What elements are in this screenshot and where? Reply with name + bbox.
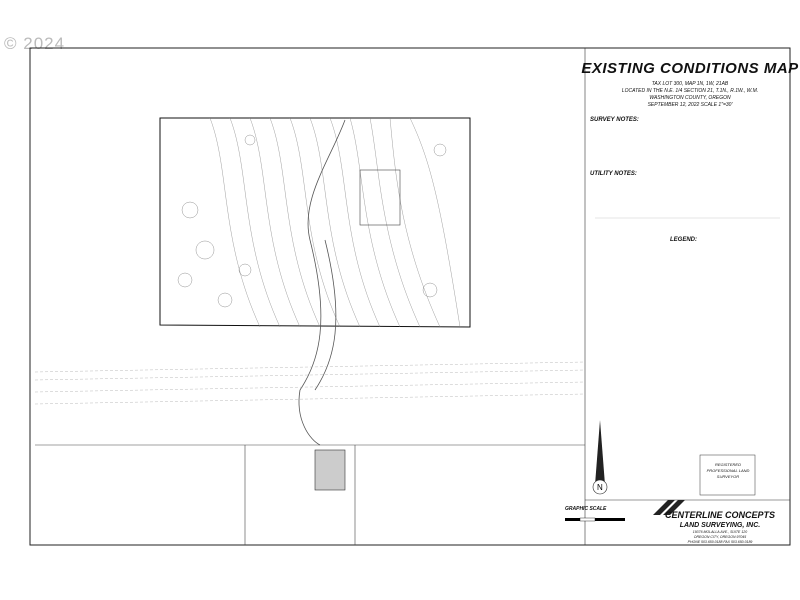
driveway [299,119,346,391]
subtitle-line: SEPTEMBER 12, 2022 SCALE 1"=30' [647,102,733,108]
company-logo [653,500,675,515]
company-block: CENTERLINE CONCEPTS LAND SURVEYING, INC.… [650,510,790,545]
survey-notes-heading: SURVEY NOTES: [590,117,639,123]
existing-house [359,169,401,226]
sheet-border [29,47,791,546]
company-subname: LAND SURVEYING, INC. [679,522,761,529]
trees [177,134,447,308]
north-arrow-icon [595,420,605,485]
surveyor-stamp [699,454,756,496]
company-address: 19376 MOLALLA AVE., SUITE 120 [692,530,748,534]
subtitle-line: LOCATED IN THE N.E. 1/4 SECTION 21, T.1N… [621,88,759,94]
title-block: EXISTING CONDITIONS MAP TAX LOT 300, MAP… [581,60,798,109]
svg-text:N: N [597,483,603,492]
graphic-scale-bar [565,517,625,522]
subtitle-line: WASHINGTON COUNTY, OREGON [649,95,731,101]
graphic-scale-label: GRAPHIC SCALE [565,506,607,512]
map-title: EXISTING CONDITIONS MAP [581,60,799,77]
adjacent-structure [314,449,346,491]
contour-lines [209,117,461,328]
company-name: CENTERLINE CONCEPTS [664,510,775,520]
street-lines [34,361,586,405]
subtitle-line: TAX LOT 300, MAP 1N, 1W, 21AB [651,81,729,87]
property-boundary [159,117,471,328]
company-address: OREGON CITY, OREGON 97045 [693,535,747,539]
utility-notes-heading: UTILITY NOTES: [590,171,637,177]
legend-heading: LEGEND: [670,237,697,243]
stamp-text: REGISTERED PROFESSIONAL LAND SURVEYOR [706,462,750,479]
company-phone: PHONE 503.650.0188 FAX 503.650.0189 [687,540,753,544]
